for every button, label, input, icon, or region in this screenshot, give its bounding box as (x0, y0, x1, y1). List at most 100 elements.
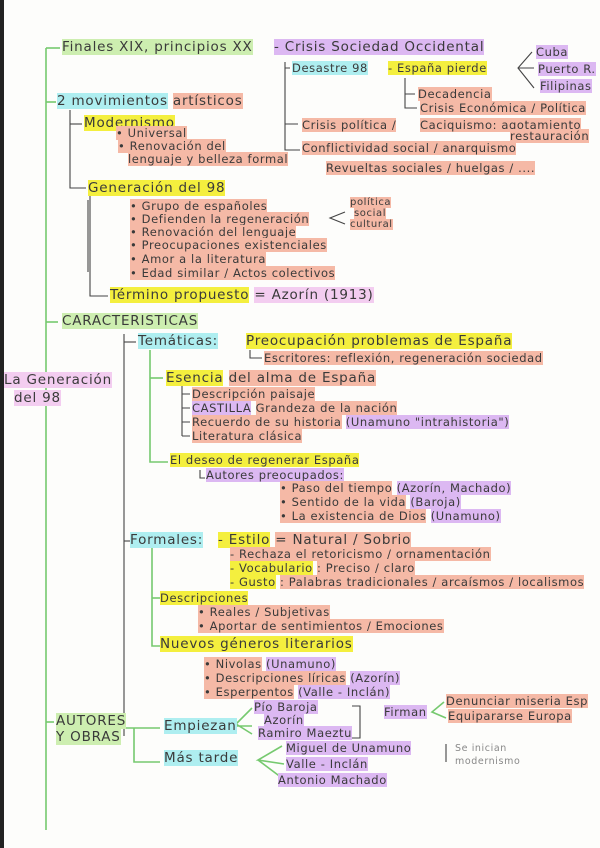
generacion-label: Generación del 98 (88, 180, 226, 196)
nuevos-generos-label: Nuevos géneros literarios (160, 636, 353, 652)
black-esencia-items (181, 386, 190, 437)
descripciones-label: Descripciones (160, 591, 249, 605)
black-branch-movimientos (69, 110, 86, 189)
esencia-item: Recuerdo de su historia (192, 415, 342, 429)
preocupacion-autor: (Unamuno) (430, 509, 501, 523)
movimientos-label: 2 movimientos (57, 93, 168, 109)
nota-line2: modernismo (455, 756, 521, 767)
autor-grupo1: Pío Baroja (254, 700, 318, 714)
estilo-value: = Natural / Sobrio (275, 532, 412, 548)
caracteristicas-label: CARACTERISTICAS (62, 313, 199, 329)
esencia-label: Esencia (166, 370, 224, 386)
green-branch-formales (151, 542, 160, 647)
termino-value: = Azorín (1913) (254, 287, 374, 303)
descripciones-item: • Aportar de sentimientos / Emociones (198, 619, 444, 633)
espana-pierde-label: - España pierde (388, 61, 487, 75)
main-title-line2: del 98 (14, 390, 61, 406)
black-colonies-fan (517, 51, 535, 89)
period-label: Finales XIX, principios XX (62, 39, 253, 55)
preocupacion-label: Preocupación problemas de España (246, 333, 513, 349)
deseo-label: El deseo de regenerar España (170, 453, 360, 467)
autor-grupo2: Antonio Machado (278, 773, 387, 787)
black-branch-generacion (89, 196, 108, 297)
scan-edge (0, 0, 4, 848)
esencia-item: Grandeza de la nación (255, 401, 398, 415)
preocupacion-tema: • La existencia de Dios (280, 509, 427, 523)
black-escritores-arrow (249, 350, 262, 359)
modernismo-item: • Renovación del (118, 139, 226, 153)
black-espana-branch (404, 78, 417, 109)
generacion-item: • Grupo de españoles (130, 199, 268, 213)
generacion-item: • Amor a la literatura (130, 252, 267, 266)
gusto-label: - Gusto (230, 575, 276, 589)
preocupacion-autor: (Azorín, Machado) (396, 481, 512, 495)
colony-filipinas: Filipinas (540, 79, 592, 93)
autor-grupo2: Miguel de Unamuno (286, 741, 412, 755)
colony-puerto-rico: Puerto R. (538, 62, 596, 76)
genero-autor: (Azorín) (350, 671, 401, 685)
autor-grupo1: Azorín (264, 713, 304, 727)
black-regeneracion-arrow (328, 211, 346, 225)
green-branch-tematicas (149, 350, 168, 463)
caciquismo-label: Caciquismo: agotamiento (420, 118, 582, 132)
regeneracion-politica: política (350, 197, 392, 208)
crisis-sociedad-label: - Crisis Sociedad Occidental (274, 39, 485, 55)
descripciones-item: • Reales / Subjetivas (198, 605, 330, 619)
green-autores-fork (126, 727, 160, 763)
escritores-label: Escritores: reflexión, regeneración soci… (264, 351, 543, 365)
modernismo-item: lenguaje y belleza formal (128, 152, 289, 166)
autor-grupo1: Ramiro Maeztu (258, 726, 353, 740)
esencia-item: Literatura clásica (192, 429, 303, 443)
crisis-economica-label: Crisis Económica / Política (420, 101, 586, 115)
formales-label: Formales: (130, 532, 204, 548)
preocupacion-autor: (Baroja) (410, 495, 461, 509)
generacion-item: • Renovación del lenguaje (130, 225, 297, 239)
regeneracion-social: social (354, 208, 387, 219)
colony-cuba: Cuba (536, 45, 569, 59)
regeneracion-cultural: cultural (350, 219, 393, 230)
generacion-item: • Defienden la regeneración (130, 212, 310, 226)
black-autores-preocupados (199, 470, 205, 479)
intrahistoria-note: (Unamuno "intrahistoria") (345, 415, 510, 429)
nota-line1: Se inician (455, 743, 507, 754)
rechaza-label: - Rechaza el retoricismo / ornamentación (230, 547, 491, 561)
mas-tarde-label: Más tarde (164, 750, 239, 766)
genero-autor: (Unamuno) (265, 657, 336, 671)
preocupacion-tema: • Sentido de la vida (280, 495, 407, 509)
esencia-item: Descripción paisaje (192, 387, 316, 401)
gusto-value: : Palabras tradicionales / arcaísmos / l… (280, 575, 585, 589)
generacion-item: • Preocupaciones existenciales (130, 238, 327, 252)
firman-item: Equipararse Europa (448, 709, 572, 723)
artisticos-label: artísticos (172, 93, 243, 109)
firman-item: Denunciar miseria Esp (446, 694, 588, 708)
green-firman-fan (430, 701, 447, 719)
autores-label-line2: Y OBRAS (56, 729, 121, 745)
esencia-rest: del alma de España (228, 370, 377, 386)
vocabulario-label: - Vocabulario (230, 561, 313, 575)
black-crisis-branch (284, 62, 300, 151)
restauracion-label: restauración (510, 129, 590, 143)
desastre-label: Desastre 98 (292, 61, 368, 75)
revueltas-label: Revueltas sociales / huelgas / .... (326, 161, 536, 175)
black-firman-bracket (352, 705, 361, 739)
esencia-item-castilla: CASTILLA (192, 401, 252, 415)
estilo-label: - Estilo (218, 532, 271, 548)
decadencia-label: Decadencia (418, 87, 492, 101)
vocabulario-value: : Preciso / claro (317, 561, 415, 575)
preocupacion-tema: • Paso del tiempo (280, 481, 393, 495)
crisis-politica-label: Crisis política / (302, 118, 397, 132)
firman-label: Firman (384, 705, 427, 719)
empiezan-label: Empiezan (164, 718, 237, 734)
main-title-line1: La Generación (4, 372, 112, 388)
conflictividad-label: Conflictividad social / anarquismo (302, 141, 517, 155)
termino-label: Término propuesto (110, 287, 250, 303)
tematicas-label: Temáticas: (138, 333, 219, 349)
modernismo-item: • Universal (116, 126, 187, 140)
autor-grupo2: Valle - Inclán (286, 757, 368, 771)
genero-item: • Descripciones líricas (204, 671, 346, 685)
genero-item: • Esperpentos (204, 685, 294, 699)
autores-label-line1: AUTORES (56, 713, 127, 729)
autores-preocupados-label: Autores preocupados: (206, 468, 344, 482)
genero-item: • Nivolas (204, 657, 262, 671)
